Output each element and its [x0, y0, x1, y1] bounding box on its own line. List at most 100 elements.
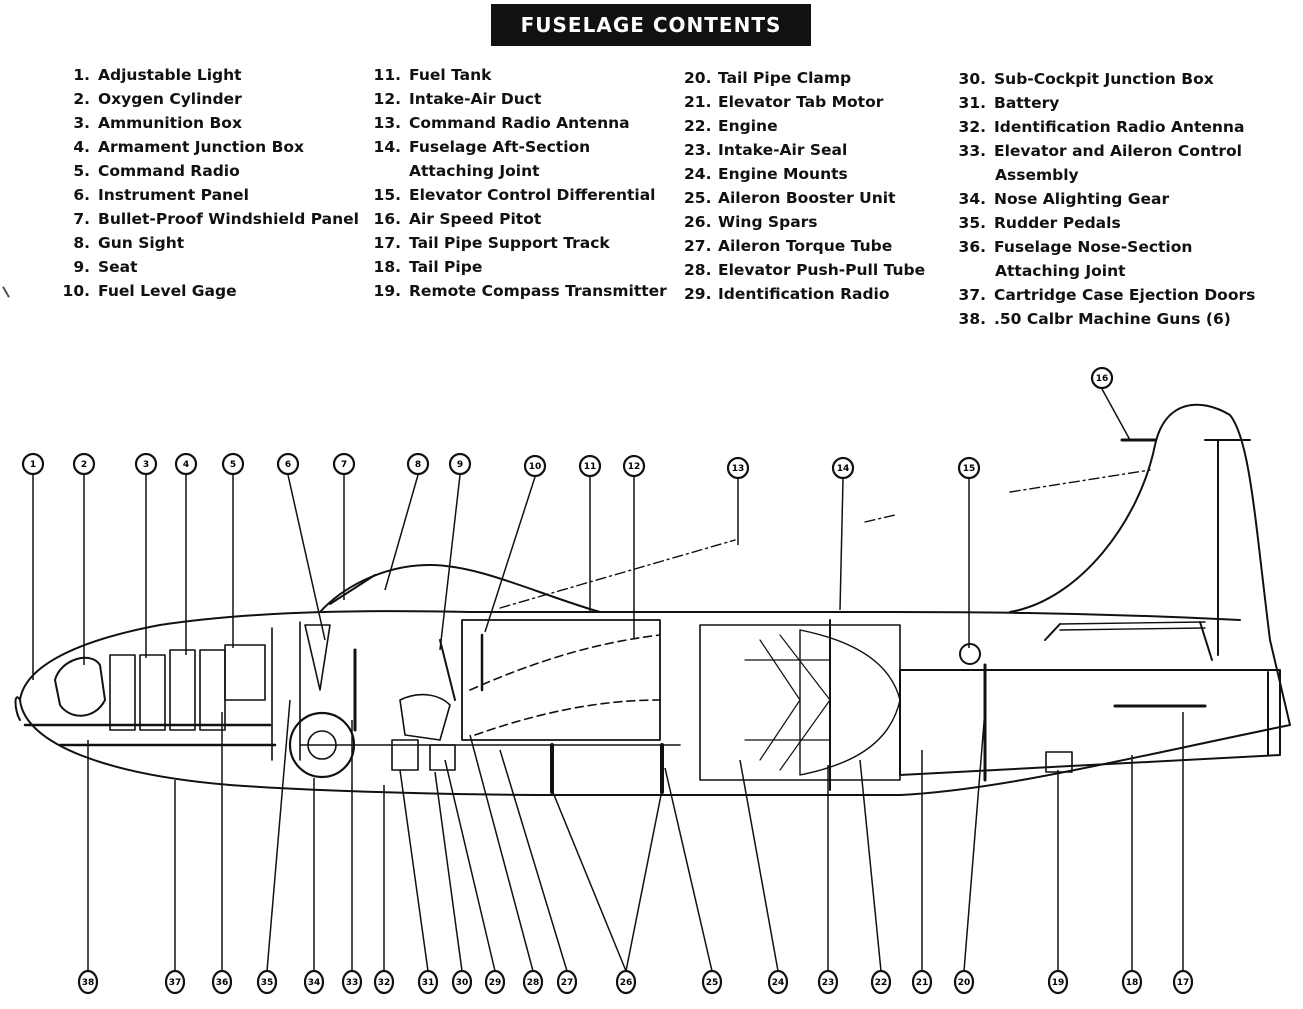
- legend-item: 7.Bullet-Proof Windshield Panel: [73, 210, 359, 228]
- legend-item: 5.Command Radio: [73, 162, 240, 180]
- callout-23: 23: [817, 765, 839, 995]
- callout-14: 14: [831, 456, 855, 611]
- legend-item: 8.Gun Sight: [73, 234, 185, 252]
- callout-30: 30: [434, 771, 473, 995]
- callout-number: 20: [958, 978, 971, 988]
- callout-3: 3: [134, 452, 158, 658]
- callout-circle: [341, 969, 363, 995]
- legend-item: 6.Instrument Panel: [73, 186, 249, 204]
- callout-20: 20: [953, 709, 986, 995]
- callout-26: 26: [551, 789, 637, 995]
- engine-cone: [799, 629, 901, 776]
- legend-item: 29.Identification Radio: [684, 285, 890, 303]
- callout-7: 7: [332, 452, 356, 600]
- callout-leader-line: [287, 474, 326, 641]
- legend-item: 4.Armament Junction Box: [73, 138, 305, 156]
- command-radio-box: [224, 644, 266, 701]
- nose-wheel-tire: [288, 711, 356, 779]
- legend-item: 36.Fuselage Nose-Section: [958, 238, 1193, 256]
- elevator-push-pull-rod: [1059, 621, 1206, 631]
- legend-item: 13.Command Radio Antenna: [373, 114, 630, 132]
- legend-item: 38..50 Calbr Machine Guns (6): [958, 310, 1231, 328]
- command-radio-antenna-wire: [499, 469, 1151, 609]
- legend-item: 32.Identification Radio Antenna: [958, 118, 1245, 136]
- engine-mount-struts: [744, 634, 831, 771]
- callout-38: 38: [77, 740, 99, 995]
- callout-circle: [303, 969, 325, 995]
- legend-column-2: 11.Fuel Tank 12.Intake-Air Duct 13.Comma…: [372, 63, 667, 303]
- legend-item: 11.Fuel Tank: [373, 66, 492, 84]
- legend-item-continuation: Assembly: [995, 166, 1079, 184]
- callout-circle: [256, 969, 278, 995]
- callout-number: 1: [30, 460, 36, 470]
- callout-29: 29: [444, 759, 506, 995]
- callout-number: 11: [584, 462, 597, 472]
- legend-item: 19.Remote Compass Transmitter: [373, 282, 667, 300]
- callout-24: 24: [739, 759, 789, 995]
- nose-wheel-hub: [307, 730, 337, 760]
- callout-leader-line: [484, 476, 536, 633]
- callout-leader-line: [499, 749, 568, 972]
- legend-item: 27.Aileron Torque Tube: [684, 237, 893, 255]
- callout-22: 22: [859, 759, 892, 995]
- callout-circle: [174, 452, 198, 476]
- callout-number: 25: [706, 978, 719, 988]
- callout-leader-line: [266, 699, 291, 972]
- callout-number: 9: [457, 460, 463, 470]
- callout-number: 4: [183, 460, 189, 470]
- callout-10: 10: [484, 454, 547, 633]
- callout-13: 13: [726, 456, 750, 545]
- callout-number: 27: [561, 978, 574, 988]
- tail-pipe: [899, 669, 1281, 776]
- fuselage-outline-upper: [19, 610, 1241, 701]
- legend-item: 12.Intake-Air Duct: [373, 90, 542, 108]
- legend-item: 23.Intake-Air Seal: [684, 141, 848, 159]
- callout-circle: [77, 969, 99, 995]
- legend-item: 20.Tail Pipe Clamp: [684, 69, 852, 87]
- callout-leader-line: [859, 759, 882, 972]
- callout-number: 19: [1052, 978, 1065, 988]
- elevator-control-differential: [959, 643, 981, 665]
- callout-number: 35: [261, 978, 274, 988]
- callout-number: 16: [1096, 374, 1109, 384]
- callout-circle: [1172, 969, 1194, 995]
- callout-31: 31: [399, 769, 439, 995]
- callout-number: 6: [285, 460, 291, 470]
- callout-leader-line: [469, 734, 534, 972]
- callout-number: 24: [772, 978, 785, 988]
- callout-circle: [451, 969, 473, 995]
- callout-circle: [522, 969, 544, 995]
- callout-leader-line: [963, 709, 986, 972]
- page-title: FUSELAGE CONTENTS: [491, 4, 811, 46]
- callout-27: 27: [499, 749, 578, 995]
- callout-number: 32: [378, 978, 391, 988]
- callout-number: 14: [837, 464, 850, 474]
- callout-18: 18: [1121, 755, 1143, 995]
- legend-item: 24.Engine Mounts: [684, 165, 848, 183]
- callout-leader-line: [739, 759, 779, 972]
- instrument-panel: [304, 624, 331, 691]
- remote-compass-transmitter: [1045, 751, 1073, 773]
- callout-number: 33: [346, 978, 359, 988]
- callout-number: 38: [82, 978, 95, 988]
- callout-circle: [1047, 969, 1069, 995]
- callout-8: 8: [384, 452, 430, 591]
- callout-circle: [134, 452, 158, 476]
- legend-item: 28.Elevator Push-Pull Tube: [684, 261, 926, 279]
- callout-circle: [72, 452, 96, 476]
- vertical-tail-leading-edge: [1009, 403, 1291, 726]
- callout-circle: [578, 454, 602, 478]
- callout-leader-line: [384, 474, 419, 591]
- callout-leader-line: [399, 769, 429, 972]
- legend-item: 31.Battery: [958, 94, 1060, 112]
- legend-column-1: 1.Adjustable Light 2.Oxygen Cylinder 3.A…: [60, 63, 359, 303]
- legend-item: 25.Aileron Booster Unit: [684, 189, 896, 207]
- callout-21: 21: [911, 750, 933, 995]
- callout-number: 26: [620, 978, 633, 988]
- fuselage-nose-tip: [14, 696, 21, 721]
- callout-circle: [767, 969, 789, 995]
- seat-back: [439, 639, 456, 701]
- legend-item: 21.Elevator Tab Motor: [684, 93, 884, 111]
